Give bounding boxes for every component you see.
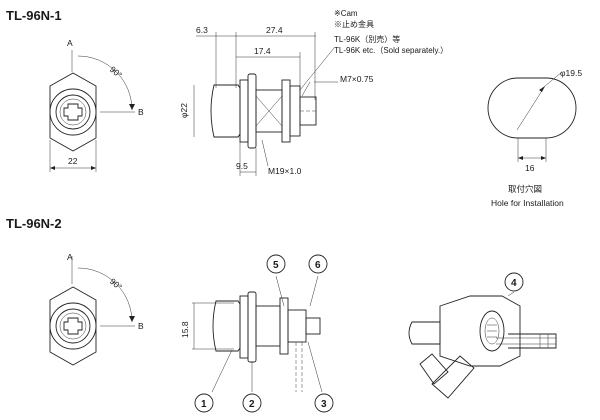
n1-label-b: B bbox=[138, 107, 144, 117]
callout-5: 5 bbox=[273, 260, 279, 271]
n1-note-jp: TL-96K（別売）等 bbox=[334, 34, 400, 44]
section-title-n2: TL-96N-2 bbox=[6, 216, 62, 231]
callout-4: 4 bbox=[511, 278, 517, 289]
perspective-view bbox=[408, 291, 557, 399]
n1-side-view: 6.3 27.4 17.4 φ22 9.5 M19×1.0 M7×0.75 ※C… bbox=[179, 9, 448, 176]
callout-5-circle bbox=[266, 254, 286, 274]
callout-2-circle bbox=[242, 393, 262, 413]
n1-thread-m19: M19×1.0 bbox=[268, 166, 302, 176]
hole-dim-16: 16 bbox=[525, 163, 535, 173]
callout-6: 6 bbox=[315, 260, 321, 271]
n2-front-view: A 90° B bbox=[49, 252, 144, 366]
n2-label-b: B bbox=[138, 321, 144, 331]
callout-1-circle bbox=[194, 393, 214, 413]
n1-note-en: TL-96K etc.（Sold separately.） bbox=[334, 46, 448, 55]
n1-front-view: A 90° B 22 bbox=[49, 38, 144, 172]
n1-dim-27-4: 27.4 bbox=[266, 25, 283, 35]
hole-caption-en: Hole for Installation bbox=[491, 198, 564, 208]
callout-3-circle bbox=[314, 393, 334, 413]
n1-dim-6-3: 6.3 bbox=[196, 25, 208, 35]
n2-label-a: A bbox=[67, 252, 73, 262]
hole-dim-phi19-5: φ19.5 bbox=[560, 68, 582, 78]
callout-6-circle bbox=[308, 254, 328, 274]
section-title-n1: TL-96N-1 bbox=[6, 8, 62, 23]
n1-width-dim: 22 bbox=[68, 156, 78, 166]
installation-hole-view: φ19.5 16 取付穴図 Hole for Installation bbox=[487, 68, 582, 208]
n2-side-view: 15.8 bbox=[180, 275, 323, 393]
n2-dim-15-8: 15.8 bbox=[180, 321, 190, 338]
hole-caption-jp: 取付穴図 bbox=[508, 184, 542, 194]
n1-dim-phi22: φ22 bbox=[179, 103, 189, 118]
callout-4-circle bbox=[504, 272, 524, 292]
callout-3: 3 bbox=[321, 399, 327, 410]
n1-label-a: A bbox=[67, 38, 73, 48]
callout-1: 1 bbox=[201, 399, 207, 410]
n1-dim-17-4: 17.4 bbox=[254, 46, 271, 56]
n1-thread-m7: M7×0.75 bbox=[340, 74, 374, 84]
n1-note-cam: ※Cam bbox=[334, 9, 358, 18]
n1-dim-9-5: 9.5 bbox=[236, 161, 248, 171]
callout-2: 2 bbox=[249, 399, 255, 410]
n1-note-stop: ※止め金具 bbox=[334, 19, 374, 29]
